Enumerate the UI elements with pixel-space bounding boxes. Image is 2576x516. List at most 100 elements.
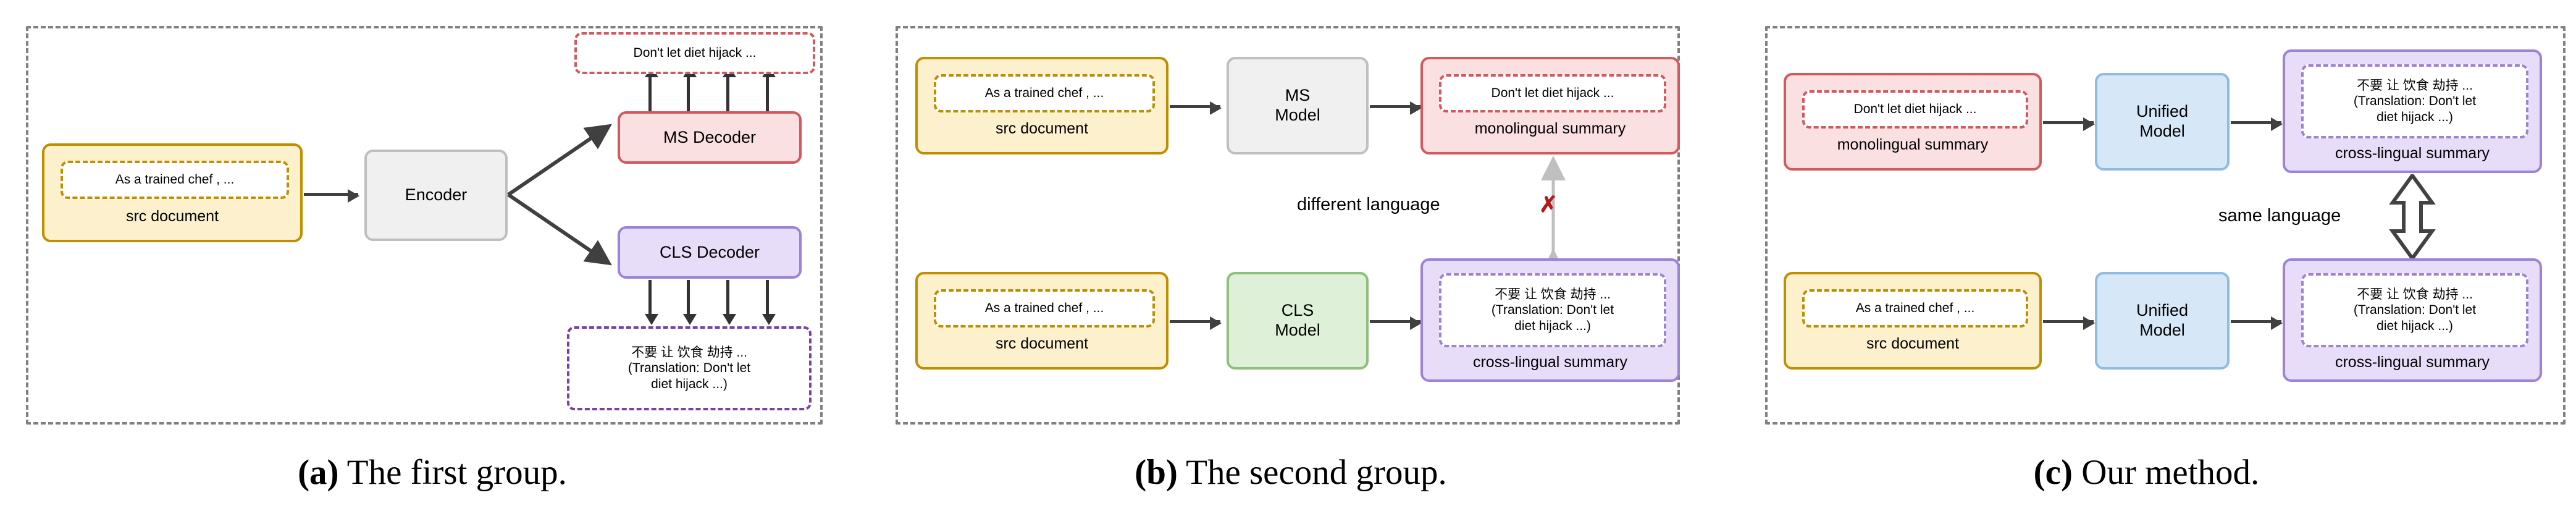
arrow-unified-to-output-c1: [2231, 117, 2283, 131]
title-unified-model-c2: Unified Model: [2136, 301, 2189, 339]
label-src-document-c2: src document: [1866, 335, 1960, 352]
panel-b-frame: [896, 26, 1680, 425]
arrow-up-1-a: [645, 66, 658, 111]
arrow-mono-to-unified-c1: [2043, 117, 2095, 131]
output-cl-line1-a: 不要 让 饮食 劫持 ...: [631, 345, 747, 360]
node-crosslingual-summary-b[interactable]: 不要 让 饮食 劫持 ... (Translation: Don't let d…: [1420, 258, 1680, 382]
chip-monolingual-text-c1: Don't let diet hijack ...: [1802, 90, 2028, 129]
relation-xmark-icon-b: ✗: [1539, 192, 1558, 217]
arrow-cls-model-to-output-b: [1370, 316, 1422, 330]
chip-src-text-c2: As a trained chef , ...: [1802, 289, 2028, 328]
arrow-unified-to-output-c2: [2231, 316, 2283, 330]
chip-src-text-b1: As a trained chef , ...: [934, 74, 1155, 112]
relation-arrow-b: [1541, 156, 1566, 261]
output-crosslingual-a: 不要 让 饮食 劫持 ... (Translation: Don't let d…: [567, 326, 812, 410]
arrow-src-to-cls-model-b: [1170, 316, 1222, 330]
panel-b: As a trained chef , ... src document MS …: [865, 0, 1717, 516]
title-unified-model-c1: Unified Model: [2136, 102, 2189, 140]
panel-c-frame: [1765, 26, 2566, 425]
src-text-b2: As a trained chef , ...: [984, 301, 1104, 316]
src-text-b1: As a trained chef , ...: [984, 86, 1104, 101]
chip-crosslingual-text-b: 不要 让 饮食 劫持 ... (Translation: Don't let d…: [1439, 273, 1666, 347]
node-crosslingual-summary-c2[interactable]: 不要 让 饮食 劫持 ... (Translation: Don't let d…: [2283, 258, 2542, 382]
node-monolingual-summary-c1[interactable]: Don't let diet hijack ... monolingual su…: [1784, 73, 2042, 171]
panel-c: Don't let diet hijack ... monolingual su…: [1717, 0, 2576, 516]
node-src-document-b2[interactable]: As a trained chef , ... src document: [915, 272, 1168, 370]
output-monolingual-text-a: Don't let diet hijack ...: [633, 46, 757, 61]
node-encoder-a[interactable]: Encoder: [364, 150, 508, 241]
caption-a-prefix: (a): [298, 453, 339, 492]
cl-line3-c1: diet hijack ...): [2377, 109, 2453, 124]
chip-crosslingual-text-c1: 不要 让 饮食 劫持 ... (Translation: Don't let d…: [2301, 64, 2528, 138]
title-ms-model-b: MS Model: [1275, 86, 1320, 124]
label-monolingual-summary-c1: monolingual summary: [1837, 136, 1989, 153]
arrow-up-3-a: [723, 66, 736, 111]
arrow-down-3-a: [723, 280, 736, 325]
monolingual-text-b: Don't let diet hijack ...: [1491, 86, 1614, 101]
caption-a: (a) The first group.: [0, 452, 865, 493]
label-src-document-b1: src document: [995, 120, 1089, 137]
node-monolingual-summary-b[interactable]: Don't let diet hijack ... monolingual su…: [1420, 57, 1680, 154]
chip-src-text-b2: As a trained chef , ...: [934, 289, 1155, 328]
label-src-document-a: src document: [125, 208, 219, 225]
cl-line2-c1: (Translation: Don't let: [2353, 94, 2477, 109]
caption-a-text: The first group.: [338, 453, 567, 492]
src-text-c2: As a trained chef , ...: [1855, 301, 1975, 316]
label-crosslingual-summary-b: cross-lingual summary: [1472, 353, 1628, 371]
chip-crosslingual-text-c2: 不要 让 饮食 劫持 ... (Translation: Don't let d…: [2301, 273, 2528, 347]
cl-line2-c2: (Translation: Don't let: [2353, 303, 2477, 318]
src-text-a: As a trained chef , ...: [115, 172, 235, 187]
title-cls-model-b: CLS Model: [1275, 301, 1320, 339]
cl-line3-b: diet hijack ...): [1514, 318, 1591, 333]
cl-line1-c2: 不要 让 饮食 劫持 ...: [2357, 287, 2473, 302]
label-crosslingual-summary-c1: cross-lingual summary: [2335, 145, 2490, 162]
arrow-up-4-a: [762, 66, 776, 111]
node-src-document-b1[interactable]: As a trained chef , ... src document: [915, 57, 1168, 154]
label-src-document-b2: src document: [995, 335, 1089, 352]
output-cl-line3-a: diet hijack ...): [651, 376, 728, 391]
chip-monolingual-text-b: Don't let diet hijack ...: [1439, 74, 1666, 112]
monolingual-text-c1: Don't let diet hijack ...: [1853, 102, 1977, 117]
relation-label-c: same language: [2218, 206, 2341, 226]
arrow-ms-model-to-output-b: [1370, 101, 1422, 115]
node-crosslingual-summary-c1[interactable]: 不要 让 饮食 劫持 ... (Translation: Don't let d…: [2283, 49, 2542, 173]
caption-b-prefix: (b): [1135, 453, 1178, 492]
node-cls-model-b[interactable]: CLS Model: [1227, 272, 1369, 370]
node-ms-model-b[interactable]: MS Model: [1227, 57, 1369, 154]
chip-src-text-a: As a trained chef , ...: [61, 161, 289, 199]
node-ms-decoder-a[interactable]: MS Decoder: [618, 111, 802, 164]
node-cls-decoder-a[interactable]: CLS Decoder: [618, 226, 802, 279]
caption-c: (c) Our method.: [1717, 452, 2576, 493]
label-crosslingual-summary-c2: cross-lingual summary: [2335, 353, 2490, 371]
caption-c-prefix: (c): [2033, 453, 2073, 492]
caption-b-text: The second group.: [1177, 453, 1447, 492]
title-cls-decoder-a: CLS Decoder: [659, 242, 760, 261]
panel-a-frame: [26, 26, 823, 425]
node-src-document-c2[interactable]: As a trained chef , ... src document: [1784, 272, 2042, 370]
node-src-document-a[interactable]: As a trained chef , ... src document: [42, 143, 303, 242]
output-monolingual-a: Don't let diet hijack ...: [574, 32, 815, 74]
arrow-down-1-a: [645, 280, 658, 325]
title-ms-decoder-a: MS Decoder: [663, 127, 757, 146]
panel-a: As a trained chef , ... src document Enc…: [0, 0, 865, 516]
title-encoder-a: Encoder: [405, 185, 468, 205]
label-monolingual-summary-b: monolingual summary: [1474, 120, 1626, 137]
arrow-down-2-a: [683, 280, 697, 325]
cl-line2-b: (Translation: Don't let: [1491, 303, 1614, 318]
node-unified-model-c2[interactable]: Unified Model: [2095, 272, 2230, 370]
output-cl-line2-a: (Translation: Don't let: [627, 361, 751, 376]
arrow-encoder-branches-a: [507, 124, 612, 266]
arrow-up-2-a: [683, 66, 697, 111]
arrow-src-to-ms-model-b: [1170, 101, 1222, 115]
cl-line1-c1: 不要 让 饮食 劫持 ...: [2357, 78, 2473, 93]
cl-line3-c2: diet hijack ...): [2377, 318, 2453, 333]
relation-arrow-c: [2389, 174, 2436, 260]
arrow-src-to-encoder-a: [304, 189, 359, 203]
caption-b: (b) The second group.: [865, 452, 1717, 493]
cl-line1-b: 不要 让 饮食 劫持 ...: [1495, 287, 1611, 302]
arrow-src-to-unified-c2: [2043, 316, 2095, 330]
relation-label-b: different language: [1297, 195, 1440, 214]
node-unified-model-c1[interactable]: Unified Model: [2095, 73, 2230, 171]
arrow-down-4-a: [762, 280, 776, 325]
